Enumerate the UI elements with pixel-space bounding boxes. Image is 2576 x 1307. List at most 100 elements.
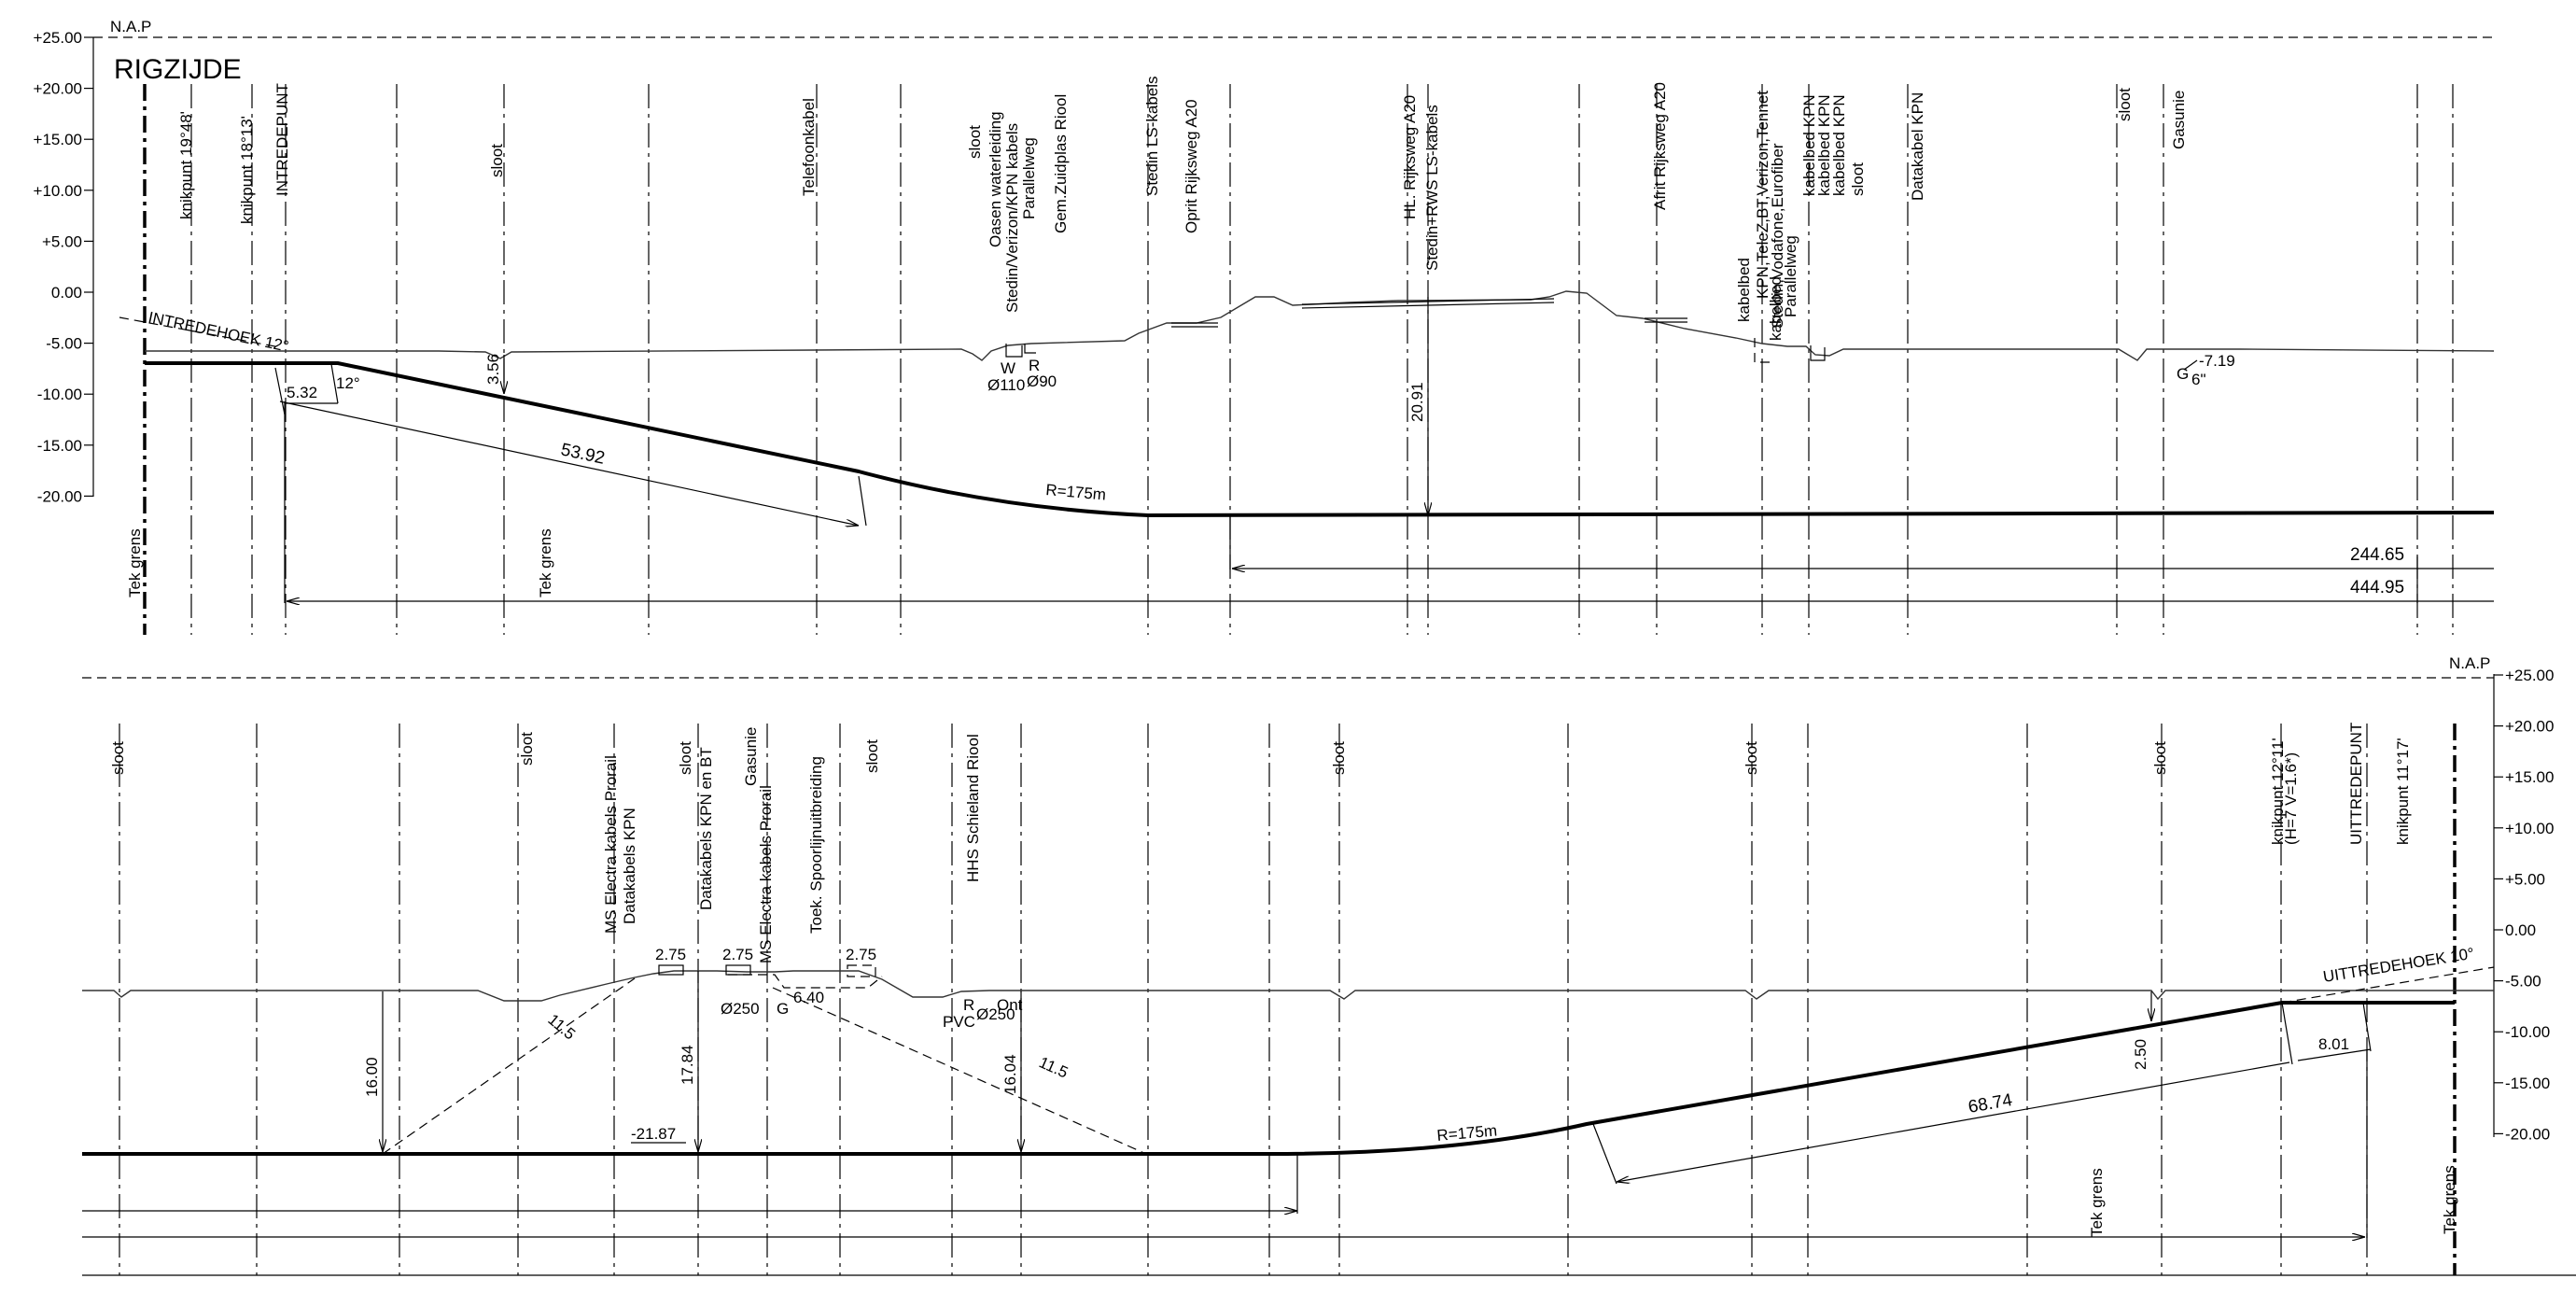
crossing-label-bottom: Toek. Spoorlijnuitbreiding — [807, 756, 825, 934]
elev-top-tick-label: +15.00 — [34, 131, 82, 148]
pipe-g-label: G — [777, 1000, 789, 1018]
elev-bottom-tick-label: -15.00 — [2505, 1075, 2550, 1092]
gas-g-label: G — [2177, 365, 2189, 383]
crossing-label-top: kabelbed KPN — [1815, 94, 1833, 196]
elev-top-tick-label: +5.00 — [42, 232, 82, 250]
crossing-label-top: knikpunt 19°48' — [177, 111, 195, 219]
crossing-label-top: sloot — [1849, 162, 1867, 196]
elev-top-tick-label: +10.00 — [34, 182, 82, 200]
dim-extension-6874a — [1592, 1123, 1617, 1185]
radius-top-label: R=175m — [1045, 481, 1107, 504]
pipe-phi250b-label: Ø250 — [976, 1005, 1015, 1023]
crossing-label-bottom: UITTREDEPUNT — [2347, 723, 2365, 845]
dim-275b-label: 2.75 — [722, 946, 753, 963]
dim-44495-label: 444.95 — [2350, 578, 2404, 597]
pipe-phi250a-label: Ø250 — [721, 1000, 760, 1018]
crossing-label-top: Datakabel KPN — [1909, 92, 1926, 201]
entry-angle-label: INTREDEHOEK 12° — [147, 308, 290, 355]
crossing-label-bottom: sloot — [109, 741, 127, 775]
crossing-label-top: Parallelweg — [1782, 235, 1799, 317]
drill-path-bottom — [82, 1001, 2455, 1156]
elev-bottom-tick-label: -10.00 — [2505, 1023, 2550, 1041]
elev-top-tick-label: -5.00 — [46, 335, 82, 353]
dim-250-label: 2.50 — [2132, 1039, 2149, 1070]
crossing-label-bottom: Datakabels KPN en BT — [697, 747, 715, 910]
dim-line-532b — [330, 363, 339, 404]
dim-line-6874 — [1617, 1061, 2290, 1182]
protection-line-right — [772, 987, 1147, 1155]
drill-path-top — [145, 361, 2495, 518]
crossing-label-bottom: MS Electra kabels Prorail — [602, 755, 620, 934]
ground-surface-bottom — [82, 970, 2494, 1002]
crossing-label-top: Telefoonkabel — [800, 98, 818, 196]
crossing-label-top: sloot — [2116, 88, 2134, 121]
pipe-r-label-bottom: R — [963, 996, 974, 1014]
top-panel: N.A.P RIGZIJDE +25.00+20.00+15.00+10.00+… — [34, 18, 2495, 635]
cable-bed-box-3 — [1005, 344, 1023, 358]
crossing-label-bottom: knikpunt 11°17' — [2394, 738, 2412, 845]
dim-801-label: 8.01 — [2318, 1035, 2349, 1053]
protected-zone-dashed — [728, 974, 883, 989]
dim-532-label: 5.32 — [287, 384, 317, 401]
crossing-label-top: Tek grens — [537, 528, 554, 597]
dim-115a-label: 11.5 — [544, 1011, 579, 1044]
crossing-label-top: kabelbed KPN — [1830, 94, 1848, 196]
elev-bottom-tick-label: +20.00 — [2505, 718, 2554, 736]
dim-115b-label: 11.5 — [1036, 1053, 1071, 1081]
dim-24465-label: 244.65 — [2350, 545, 2404, 565]
tek-grens-label-bottom: Tek grens — [2441, 1165, 2458, 1234]
pipe-r-label: R — [1029, 357, 1040, 374]
pipe-phi90-label: Ø90 — [1027, 372, 1057, 390]
crossing-label-top: Oprit Rijksweg A20 — [1183, 99, 1200, 233]
crossing-label-top: Afrit Rijksweg A20 — [1651, 82, 1669, 210]
dim-1604-label: 16.04 — [1001, 1054, 1019, 1094]
gas-leader — [2183, 359, 2198, 371]
crossing-label-top: sloot — [966, 125, 984, 159]
dim-line-5392 — [279, 401, 859, 526]
elev-top-tick-label: 0.00 — [51, 284, 82, 302]
elev-top-tick-label: +20.00 — [34, 80, 82, 98]
reference-lines-top — [143, 84, 2454, 635]
pipe-box-2 — [725, 964, 751, 976]
protection-line-left — [382, 977, 636, 1155]
crossing-label-bottom: MS Electra kabels Prorail — [757, 785, 775, 963]
dim-line-801a — [2297, 1048, 2372, 1061]
crossing-label-bottom: sloot — [677, 741, 694, 775]
tek-grens-label-bottom: Tek grens — [2088, 1168, 2106, 1237]
elev-bottom-tick-label: +25.00 — [2505, 667, 2554, 684]
cable-bed-box-4 — [1024, 344, 1036, 354]
dim-275a-label: 2.75 — [655, 946, 686, 963]
dim-5392-label: 53.92 — [559, 440, 607, 468]
crossing-label-top: Stedin LS-kabels — [1143, 76, 1161, 196]
crossing-label-bottom: HHS Schieland Riool — [964, 734, 982, 882]
elev-bottom-tick-label: -5.00 — [2505, 973, 2541, 991]
crossing-label-top: kabelbed KPN — [1800, 94, 1818, 196]
exit-angle-line — [2281, 966, 2495, 1004]
cable-bed-box-2 — [1810, 345, 1826, 361]
elev-top-tick-label: -20.00 — [37, 487, 82, 505]
crossing-label-bottom: sloot — [1330, 741, 1348, 775]
elevation-axis-ticks-top: +25.00+20.00+15.00+10.00+5.000.00-5.00-1… — [34, 29, 93, 505]
profile-title: RIGZIJDE — [114, 54, 242, 85]
dim-640-label: 6.40 — [793, 989, 824, 1006]
dim-6874-label: 68.74 — [1967, 1090, 2014, 1117]
crossing-label-top: KPN,TeleZ,BT,Verizon,Tennet — [1754, 91, 1771, 299]
elev-bottom-tick-label: +10.00 — [2505, 820, 2554, 837]
entry-angle-line — [119, 316, 281, 348]
crossing-label-bottom: sloot — [518, 732, 536, 766]
exit-angle-label: UITTREDEHOEK 10° — [2322, 945, 2476, 986]
dim-line-801b — [2362, 1002, 2372, 1052]
reference-lines-bottom — [119, 724, 2457, 1275]
angle-12-label: 12° — [336, 374, 360, 392]
crossing-label-top: sloot — [488, 144, 506, 177]
pipe-w-label: W — [1001, 359, 1015, 377]
dim-2187-label: -21.87 — [631, 1125, 676, 1143]
dim-extension-6874b — [2281, 1002, 2293, 1065]
pipe-phi110-label: Ø110 — [987, 376, 1025, 394]
elev-top-tick-label: -10.00 — [37, 386, 82, 403]
crossing-label-top: kabelbed — [1735, 258, 1753, 322]
crossing-label-bottom: Datakabels KPN — [621, 808, 638, 924]
dim-275c-label: 2.75 — [846, 946, 876, 963]
crossing-label-top: Stedin,Vodafone,Eurofiber — [1769, 143, 1786, 329]
crossing-label-top: HL. Rijksweg A20 — [1401, 95, 1419, 219]
